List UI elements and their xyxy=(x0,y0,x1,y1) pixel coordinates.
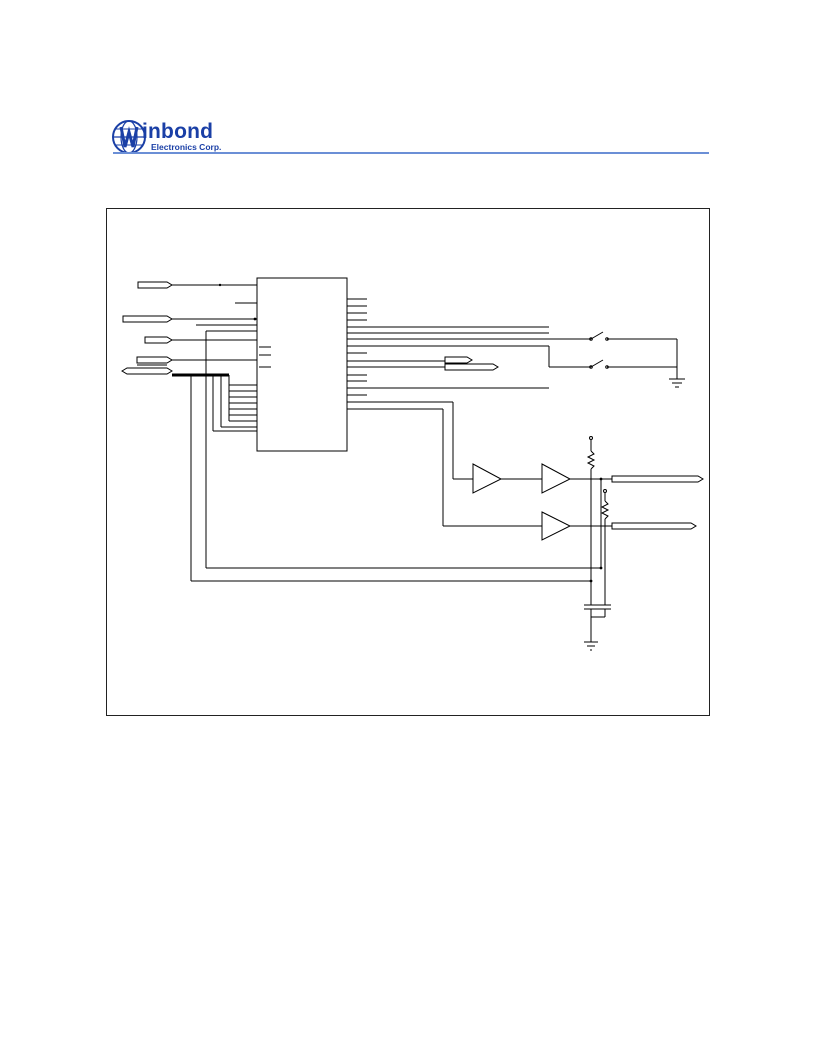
buffer-3 xyxy=(541,511,572,541)
input-port-4 xyxy=(136,356,173,364)
winbond-logo: Winbond Electronics Corp. xyxy=(112,119,222,155)
chip-body xyxy=(256,277,348,452)
page-header: Winbond Electronics Corp. xyxy=(0,0,816,160)
switch-1-arm xyxy=(590,331,604,340)
header-divider xyxy=(113,152,709,154)
switch-2-contact-a xyxy=(589,365,593,369)
resistor-1 xyxy=(586,450,596,470)
buffer-2 xyxy=(541,463,572,494)
output-port-mid-2 xyxy=(444,363,499,371)
input-port-5 xyxy=(121,367,173,375)
input-port-2 xyxy=(122,315,173,323)
input-port-1 xyxy=(137,281,173,289)
switch-2-arm xyxy=(590,359,604,368)
ground-symbol-1 xyxy=(669,378,685,388)
ground-symbol-2 xyxy=(584,641,598,651)
buffer-1 xyxy=(472,463,503,494)
output-port-right-2 xyxy=(611,522,697,530)
capacitor xyxy=(584,604,611,610)
schematic-frame xyxy=(106,208,710,716)
circuit-schematic xyxy=(121,277,704,651)
input-port-3 xyxy=(144,336,173,344)
switch-1-contact-a xyxy=(589,337,593,341)
output-port-right-1 xyxy=(611,475,704,483)
resistor-2 xyxy=(600,500,610,520)
output-port-mid-1 xyxy=(444,356,473,364)
logo-subtitle: Electronics Corp. xyxy=(151,142,222,152)
logo-wordmark: Winbond xyxy=(142,120,214,143)
